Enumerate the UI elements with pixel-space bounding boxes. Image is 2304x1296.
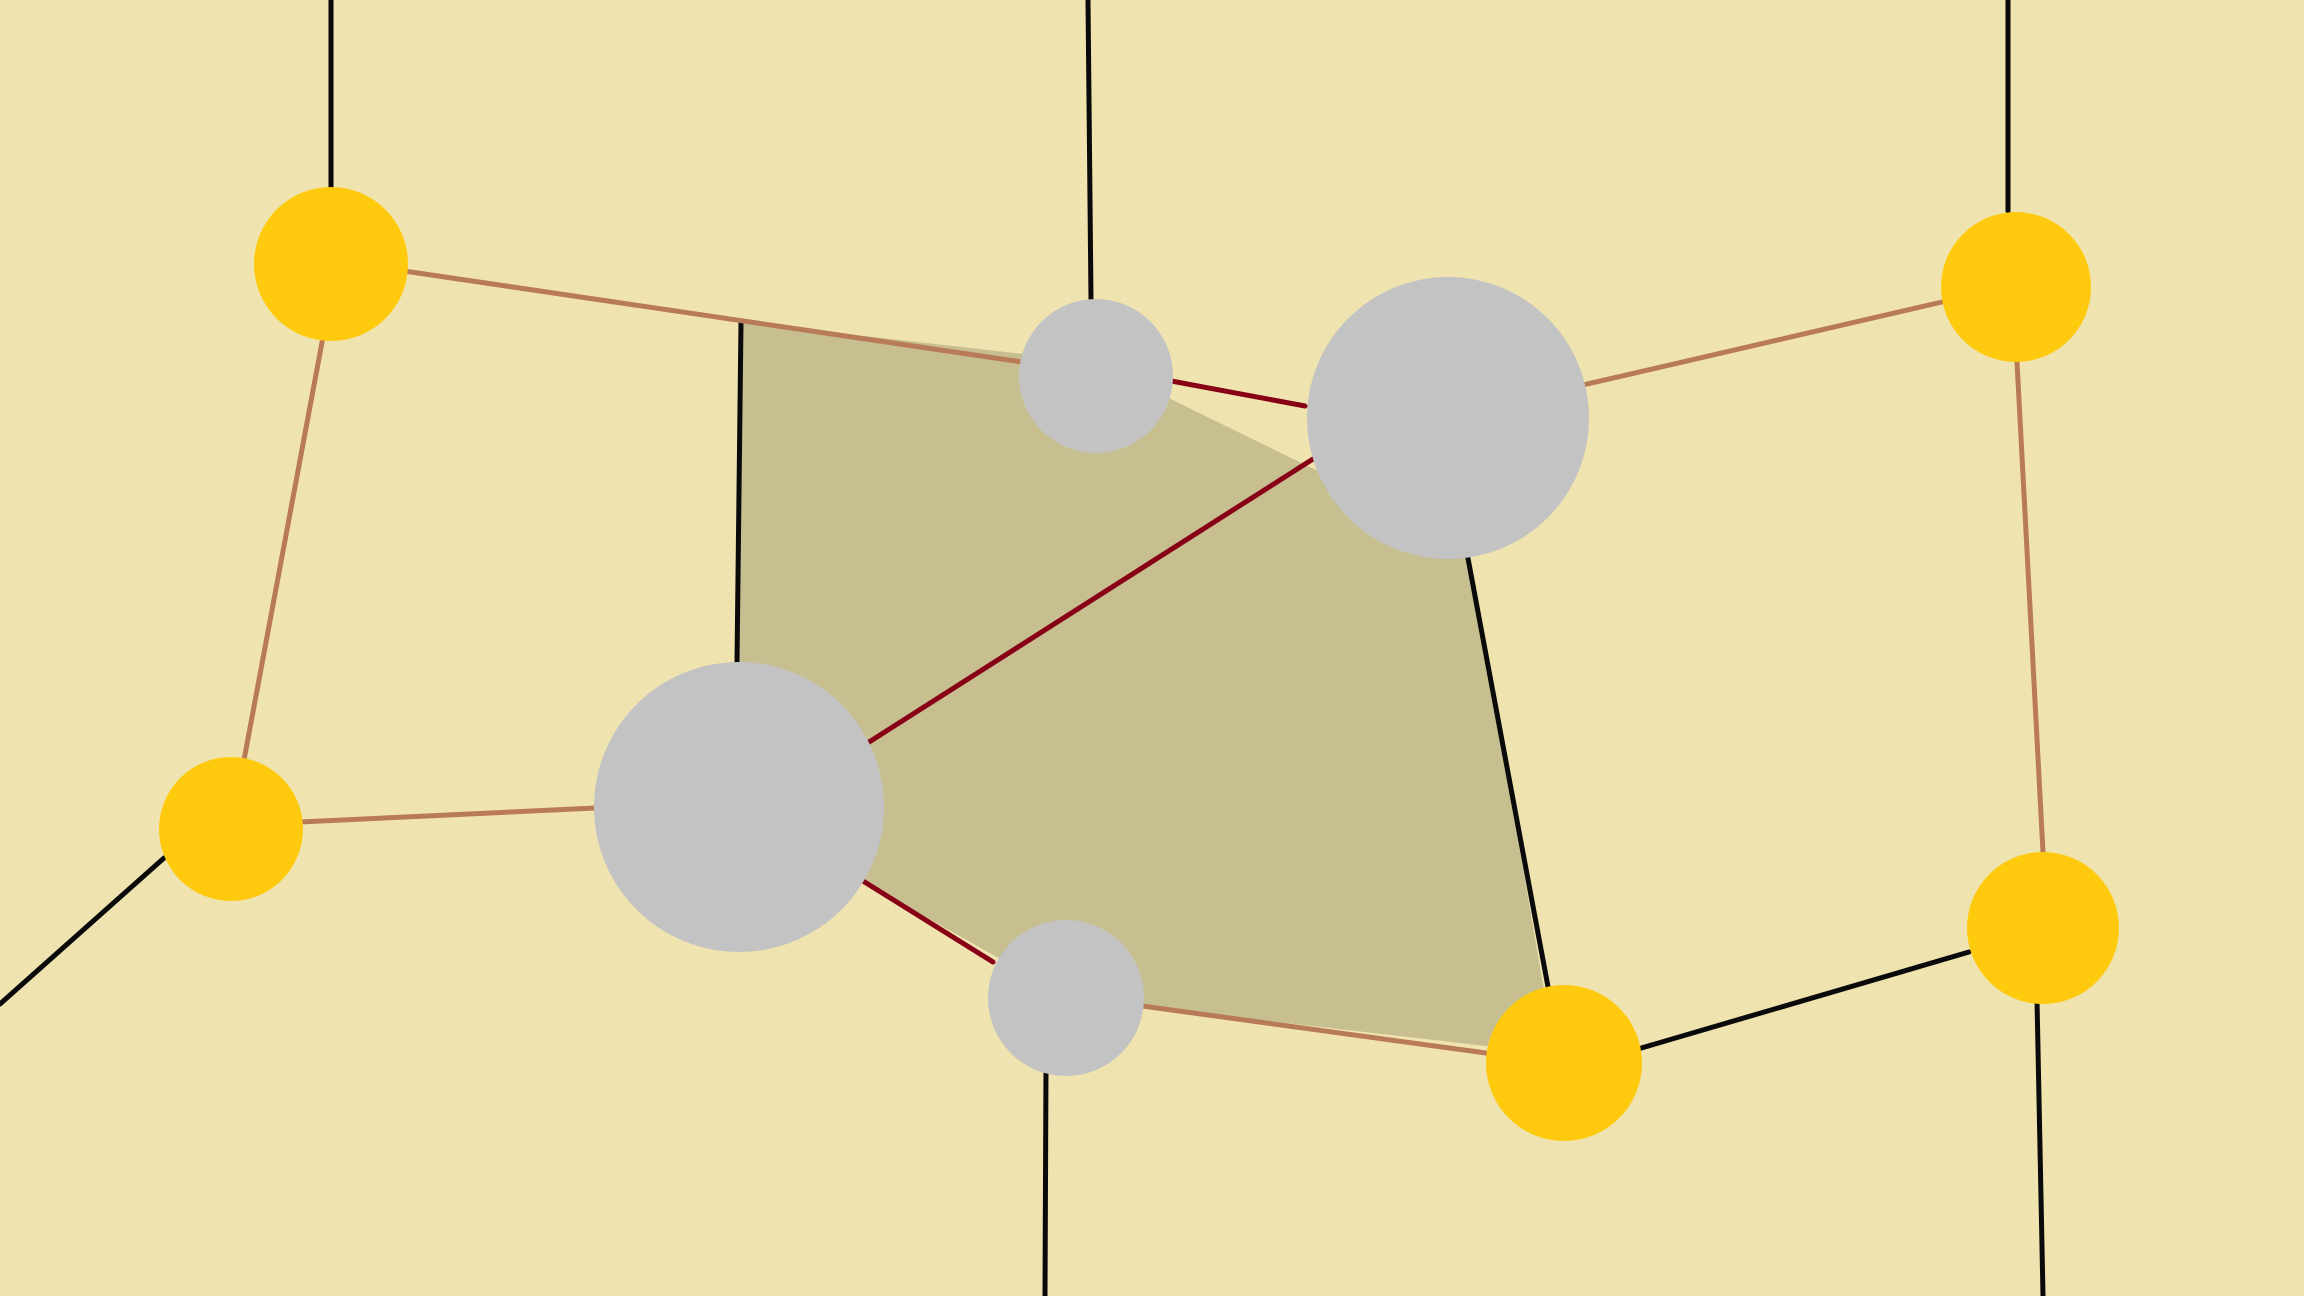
darkred-links xyxy=(860,377,1316,965)
link-big-right-to-topright xyxy=(1580,299,1945,388)
owned-nodes xyxy=(159,187,2119,1141)
link-region-left-edge xyxy=(734,319,744,665)
owned-node-mid-left[interactable] xyxy=(159,757,303,901)
owned-node-top-right[interactable] xyxy=(1941,212,2091,362)
neutral-node-small-bottom[interactable] xyxy=(988,920,1144,1076)
link-bottom-small-to-bottom-yellow xyxy=(1139,1003,1489,1056)
link-big-left-to-bottom-small xyxy=(860,878,996,965)
link-top-small-to-big-right xyxy=(1163,377,1308,409)
link-top-middle-vertical xyxy=(1085,0,1094,303)
link-region-right-edge xyxy=(1464,550,1552,995)
link-topleft-to-midleft xyxy=(241,334,326,763)
link-bottom-right-vertical xyxy=(2034,997,2046,1296)
neutral-node-small-top[interactable] xyxy=(1019,299,1173,453)
owned-node-bottom-right[interactable] xyxy=(1967,852,2119,1004)
link-topleft-to-top-small xyxy=(401,268,1025,365)
owned-node-bottom-middle[interactable] xyxy=(1486,985,1642,1141)
owned-node-top-left[interactable] xyxy=(254,187,408,341)
link-midleft-to-big-left xyxy=(297,805,598,825)
link-bottom-left-diagonal xyxy=(0,855,167,1007)
link-big-left-to-big-right xyxy=(863,456,1316,747)
neutral-nodes xyxy=(594,277,1589,1076)
link-bottom-right-horizontal xyxy=(1635,949,1972,1052)
link-topright-to-bottomright xyxy=(2014,359,2046,855)
link-bottom-middle-vertical xyxy=(1042,1063,1049,1296)
brown-links xyxy=(241,268,2046,1056)
black-links xyxy=(0,0,2046,1296)
neutral-node-large-left[interactable] xyxy=(594,662,884,952)
neutral-node-large-right[interactable] xyxy=(1307,277,1589,559)
